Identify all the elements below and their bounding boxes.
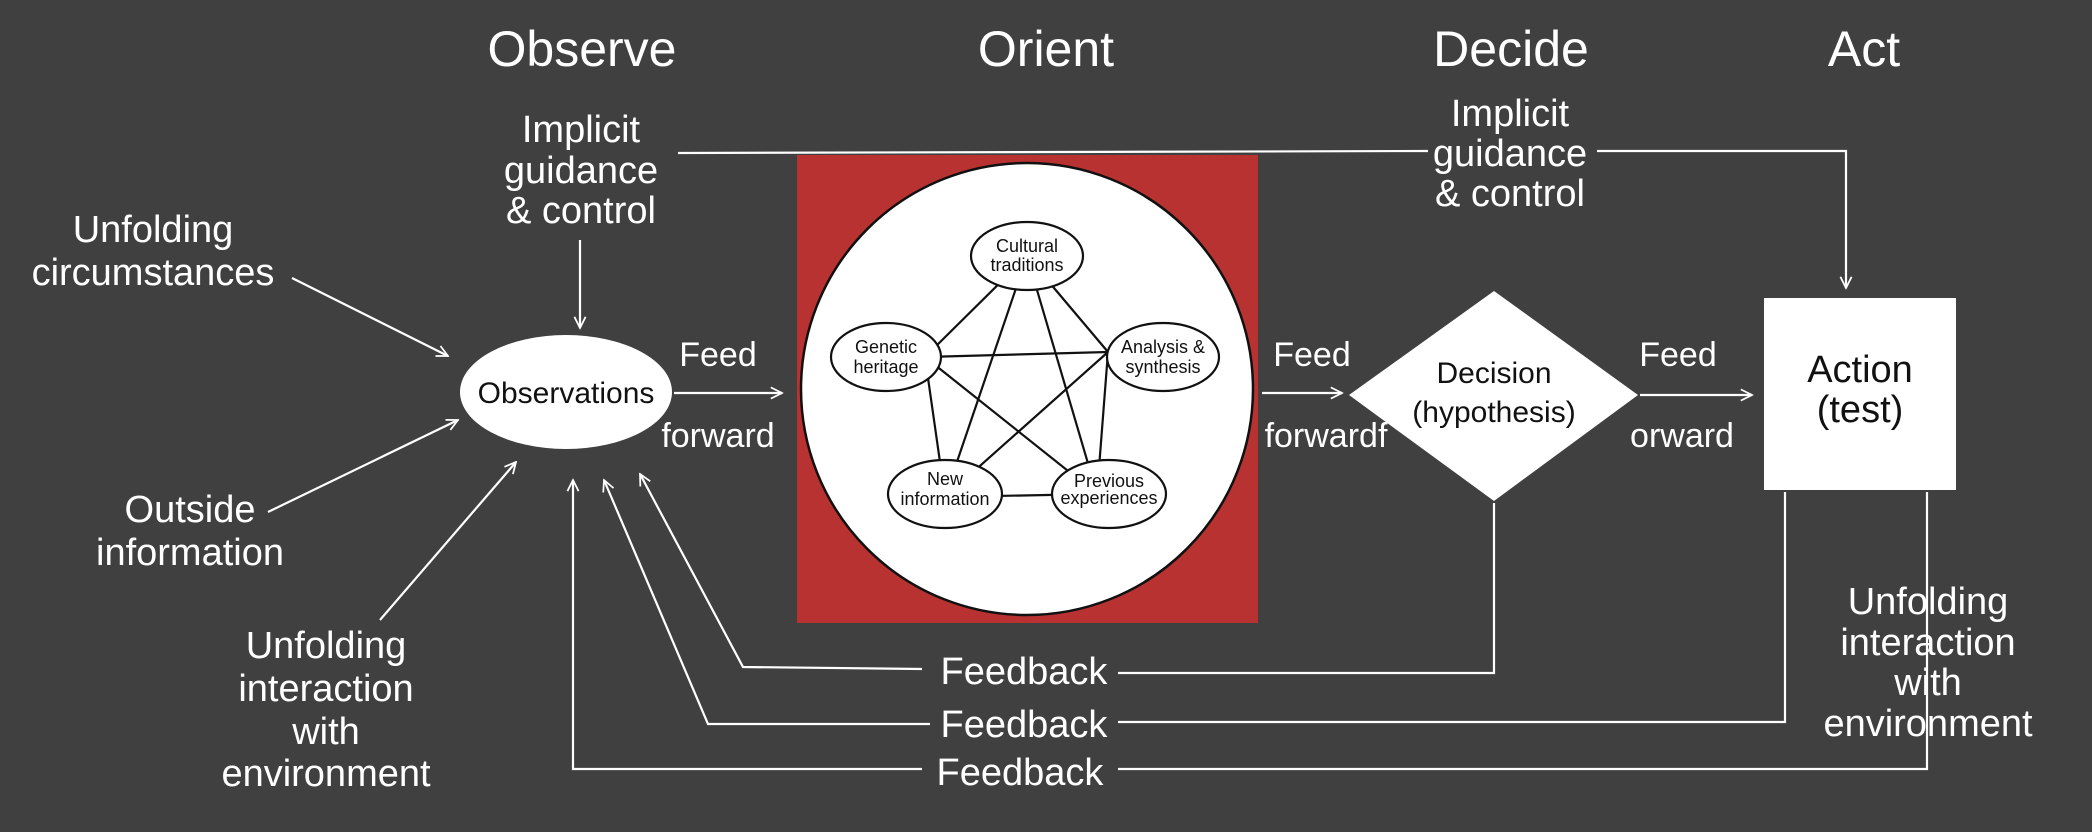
unfolding-interaction-left-line-4: environment	[221, 753, 431, 795]
node-new-information: New information	[886, 458, 1004, 530]
observations-node: Observations	[460, 335, 672, 449]
action-line-2: (test)	[1817, 389, 1904, 431]
action-box	[1764, 298, 1956, 490]
unfolding-interaction-right-line-4: environment	[1823, 703, 2033, 745]
feed-forward-2-top: Feed	[1273, 336, 1351, 374]
guidance-right-line-1: Implicit	[1451, 93, 1570, 135]
guidance-left-line-3: & control	[506, 190, 656, 232]
feedback-3-line-right	[1118, 492, 1929, 771]
node-cultural-traditions: Cultural traditions	[969, 220, 1085, 292]
outside-information-line-2: information	[96, 532, 284, 574]
unfolding-interaction-left-line-2: interaction	[238, 668, 413, 710]
unfolding-interaction-left-line-3: with	[291, 711, 360, 753]
feed-forward-1-top: Feed	[679, 336, 757, 374]
outside-information-label: Outside information	[96, 489, 284, 574]
decision-diamond	[1349, 291, 1638, 501]
phase-act: Act	[1828, 21, 1900, 77]
decision-node: Decision (hypothesis)	[1349, 291, 1638, 501]
feed-forward-3-top: Feed	[1639, 336, 1717, 374]
feedback-2-line-left	[604, 480, 930, 726]
guidance-connector-top	[677, 149, 1429, 155]
outside-information-line-1: Outside	[125, 489, 256, 531]
action-line-1: Action	[1807, 349, 1913, 391]
arrow-outside-information	[267, 420, 458, 513]
genetic-line-2: heritage	[853, 357, 918, 377]
feedback-3-label: Feedback	[937, 752, 1105, 794]
implicit-guidance-left: Implicit guidance & control	[504, 109, 658, 232]
new-info-line-1: New	[927, 469, 964, 489]
analysis-line-1: Analysis &	[1121, 337, 1205, 357]
node-genetic-heritage: Genetic heritage	[829, 321, 943, 393]
unfolding-interaction-right-label: Unfolding interaction with environment	[1823, 581, 2033, 745]
observations-ellipse	[460, 335, 672, 449]
previous-line-2: experiences	[1060, 488, 1157, 508]
unfolding-circumstances-line-2: circumstances	[32, 252, 275, 294]
feedback-2-line-right	[1118, 492, 1787, 724]
guidance-left-line-1: Implicit	[522, 109, 641, 151]
feed-forward-3-bottom: orward	[1630, 417, 1734, 455]
feedback-3-line-left	[573, 480, 922, 771]
node-analysis-synthesis: Analysis & synthesis	[1105, 321, 1221, 393]
unfolding-circumstances-line-1: Unfolding	[73, 209, 234, 251]
guidance-left-line-2: guidance	[504, 150, 658, 192]
feed-forward-2-bottom: forwardf	[1265, 417, 1388, 455]
feedback-1-line-right	[1118, 503, 1496, 675]
implicit-guidance-right: Implicit guidance & control	[1433, 93, 1587, 215]
arrow-unfolding-circumstances	[291, 277, 448, 357]
feedback-1-label: Feedback	[941, 651, 1109, 693]
unfolding-interaction-left-line-1: Unfolding	[246, 625, 407, 667]
cultural-line-2: traditions	[990, 255, 1063, 275]
observations-label: Observations	[478, 377, 655, 410]
decision-line-1: Decision	[1436, 357, 1551, 390]
phase-orient: Orient	[978, 21, 1114, 77]
previous-line-1: Previous	[1074, 471, 1144, 491]
phase-observe: Observe	[488, 21, 677, 77]
node-previous-experiences: Previous experiences	[1050, 458, 1168, 530]
analysis-line-2: synthesis	[1125, 357, 1200, 377]
arrow-unfolding-interaction-left	[379, 462, 516, 621]
unfolding-circumstances-label: Unfolding circumstances	[32, 209, 275, 294]
guidance-connector-to-action	[1597, 149, 1846, 288]
feedback-2-label: Feedback	[941, 704, 1109, 746]
feed-forward-1-bottom: forward	[661, 417, 774, 455]
decision-line-2: (hypothesis)	[1412, 396, 1575, 429]
cultural-line-1: Cultural	[996, 236, 1058, 256]
genetic-line-1: Genetic	[855, 337, 917, 357]
feedback-1-line-left	[639, 474, 923, 671]
unfolding-interaction-left-label: Unfolding interaction with environment	[221, 625, 431, 795]
guidance-right-line-2: guidance	[1433, 133, 1587, 175]
action-node: Action (test)	[1764, 298, 1956, 490]
new-info-line-2: information	[900, 489, 989, 509]
phase-decide: Decide	[1433, 21, 1589, 77]
guidance-right-line-3: & control	[1435, 173, 1585, 215]
